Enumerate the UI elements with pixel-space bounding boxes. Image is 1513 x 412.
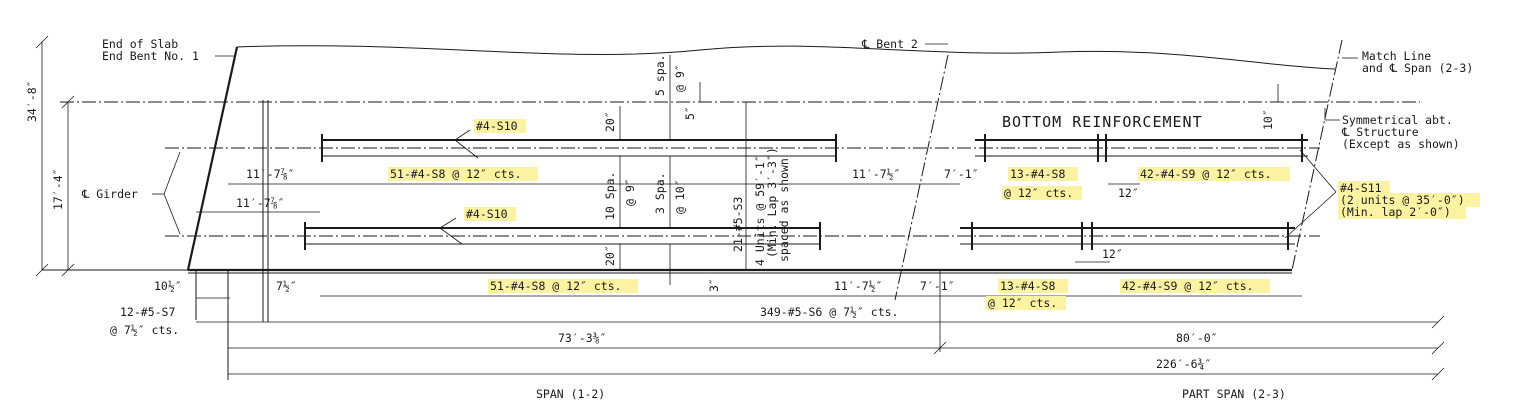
spa5-spacing: @ 9″: [673, 64, 687, 92]
except-label: (Except as shown): [1342, 137, 1460, 151]
dim-20in-bottom: 20″: [603, 245, 617, 266]
s8-right-bottom-spacing: @ 12″ cts.: [988, 296, 1057, 310]
dim-7-1-2: 7½″: [276, 279, 297, 293]
s7-spacing: @ 7½″ cts.: [110, 323, 179, 337]
total-length: 226′-6¾″: [1156, 357, 1211, 371]
end-slab-label: End of Slab: [102, 37, 178, 51]
span1-length: 73′-3⅜″: [558, 331, 606, 345]
rebar-s8-s9-top: [975, 134, 1308, 162]
dim-11-7-1-2-top: 11′-7½″: [852, 167, 900, 181]
dim-7-1-bottom: 7′-1″: [920, 279, 955, 293]
span-1-2-title: SPAN (1-2): [536, 387, 605, 401]
match-line-label: Match Line: [1362, 49, 1431, 63]
structure-label: ℄ Structure: [1341, 125, 1419, 139]
s10-top-label: #4-S10: [476, 119, 518, 133]
s10-bottom-label: #4-S10: [466, 207, 508, 221]
drawing-title: BOTTOM REINFORCEMENT: [1002, 113, 1203, 131]
s9-bottom-label: 42-#4-S9 @ 12″ cts.: [1122, 279, 1254, 293]
s11-units: (2 units @ 35′-0″): [1340, 193, 1465, 207]
s11-lap: (Min. lap 2′-0″): [1340, 205, 1451, 219]
spa3-label: 3 Spa.: [653, 172, 667, 214]
dim-12in-top: 12″: [1118, 186, 1139, 200]
s11-label: #4-S11: [1340, 181, 1382, 195]
match-span-label: and ℄ Span (2-3): [1362, 61, 1473, 75]
dim-11-7-7-8-bottom: 11′-7⅞″: [236, 196, 284, 210]
spa10-spacing: @ 9″: [623, 178, 637, 206]
dim-10in: 10″: [1261, 109, 1275, 130]
symmetrical-label: Symmetrical abt.: [1342, 113, 1453, 127]
drawing-text: BOTTOM REINFORCEMENT End of Slab End Ben…: [25, 37, 1473, 401]
slab-outline: [42, 45, 1336, 380]
dimension-lines: [35, 35, 1445, 381]
leader-lines: [152, 43, 1358, 245]
dim-11-7-1-2-bottom: 11′-7½″: [834, 279, 882, 293]
spa5-label: 5 spa.: [653, 54, 667, 96]
s8-top-label: 51-#4-S8 @ 12″ cts.: [390, 167, 522, 181]
rebar-s10-top: [321, 134, 837, 162]
height-total-dim: 34′-8″: [25, 80, 39, 122]
dim-3in: 3″: [707, 278, 721, 292]
s3-label: 21-#5-S3: [731, 197, 745, 252]
dim-11-7-7-8-top: 11′-7⅞″: [246, 167, 294, 181]
dim-10-1-2: 10½″: [154, 279, 182, 293]
girder-label: ℄ Girder: [81, 187, 138, 201]
s6-label: 349-#5-S6 @ 7½″ cts.: [760, 305, 898, 319]
s3-lap: (Min. Lap 3′-3″): [765, 147, 779, 258]
s8-right-top-label: 13-#4-S8: [1010, 167, 1065, 181]
dim-20in-top: 20″: [603, 111, 617, 132]
s8-right-bottom-label: 13-#4-S8: [1000, 279, 1055, 293]
reference-lines: [60, 39, 1420, 352]
spa3-spacing: @ 10″: [673, 179, 687, 214]
end-bent-label: End Bent No. 1: [102, 49, 199, 63]
s8-right-top-spacing: @ 12″ cts.: [1004, 186, 1073, 200]
bent2-label: ℄ Bent 2: [861, 37, 918, 51]
s3-spacing: spaced as shown: [777, 158, 791, 262]
span-2-3-title: PART SPAN (2-3): [1182, 387, 1286, 401]
dim-5in: 5″: [683, 106, 697, 120]
height-half-dim: 17′-4″: [51, 168, 65, 210]
span2-length: 80′-0″: [1176, 331, 1218, 345]
dim-12in-bottom: 12″: [1102, 247, 1123, 261]
highlights: [388, 119, 1480, 310]
s7-label: 12-#5-S7: [120, 305, 175, 319]
s3-units: 4 Units @ 59′-1″: [753, 155, 767, 266]
rebar-s10-bottom: [304, 222, 821, 250]
spa10-label: 10 Spa.: [603, 172, 617, 220]
dim-7-1-top: 7′-1″: [944, 167, 979, 181]
s9-top-label: 42-#4-S9 @ 12″ cts.: [1140, 167, 1272, 181]
rebar-s8-s9-bottom: [960, 222, 1295, 250]
s8-bottom-label: 51-#4-S8 @ 12″ cts.: [490, 279, 622, 293]
